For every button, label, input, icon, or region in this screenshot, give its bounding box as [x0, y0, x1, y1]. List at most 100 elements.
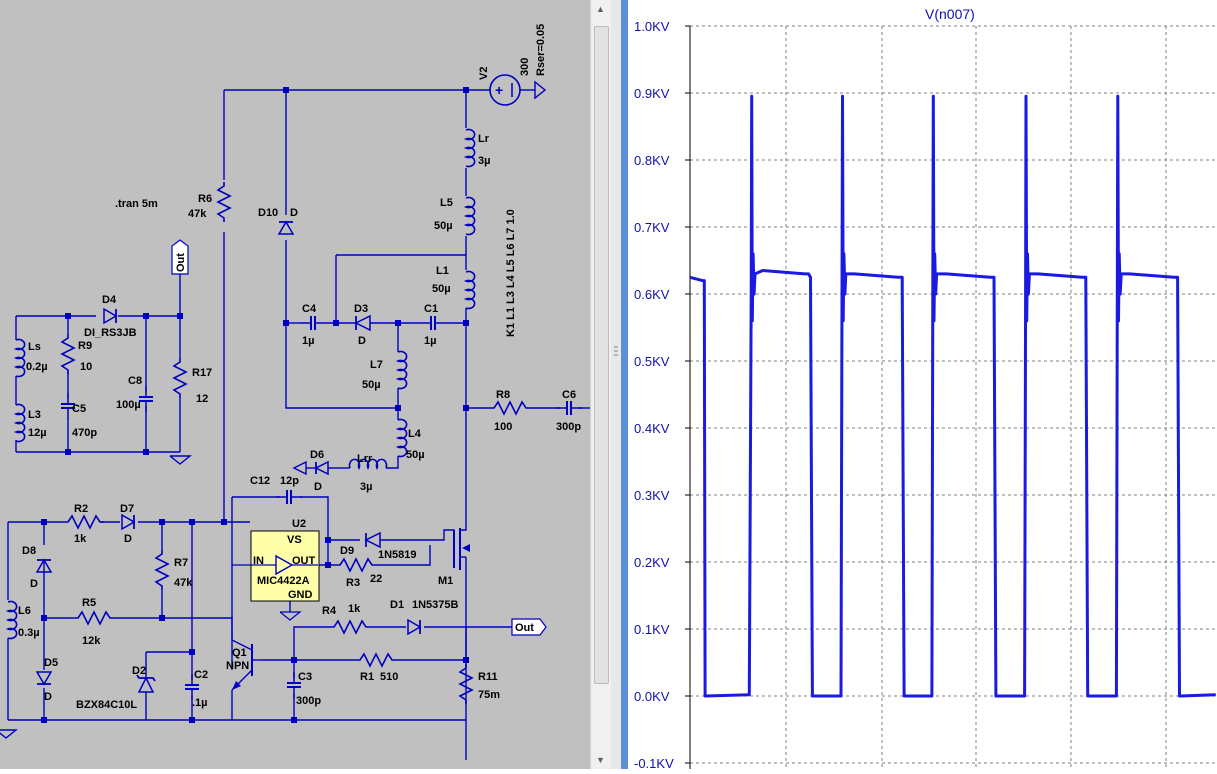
r11-value: 75m: [478, 689, 500, 701]
r2-name: R2: [74, 503, 88, 515]
transistor-q1[interactable]: Q1 NPN: [226, 644, 262, 691]
net-label-out-top[interactable]: Out: [171, 239, 189, 275]
r17-value: 12: [196, 393, 208, 405]
diode-d8[interactable]: D8 D: [22, 545, 52, 590]
resistor-r17[interactable]: R17 12: [173, 357, 212, 405]
y-tick-label: 0.6KV: [634, 287, 670, 302]
waveform-plot[interactable]: V(n007) 1.0KV 0.9KV 0.8KV 0.7KV 0.6KV 0.5KV 0.…: [628, 0, 1217, 769]
inductor-l5[interactable]: L5 50µ: [434, 196, 476, 236]
coupling-directive[interactable]: K1 L1 L3 L4 L5 L6 L7 1.0: [505, 209, 517, 337]
r4-value: 1k: [348, 603, 361, 615]
resistor-r2[interactable]: R2 1k: [63, 503, 105, 545]
trace-v-n007[interactable]: [689, 94, 1216, 698]
scroll-down-arrow-icon[interactable]: ▼: [591, 751, 610, 769]
resistor-r3[interactable]: R3 22: [335, 558, 382, 589]
diode-d5[interactable]: D5 D: [36, 657, 58, 703]
y-tick-label: 0.8KV: [634, 153, 670, 168]
capacitor-c5[interactable]: C5 470p: [60, 392, 97, 439]
inductor-l4[interactable]: L4 50µ: [397, 418, 425, 462]
c4-name: C4: [302, 303, 317, 315]
resistor-r1[interactable]: R1 510: [355, 653, 398, 683]
resistor-r6[interactable]: R6 47k: [188, 181, 231, 223]
inductor-l7[interactable]: L7 50µ: [362, 350, 408, 392]
diode-d1[interactable]: D1 1N5375B: [390, 599, 459, 636]
diode-d3[interactable]: D3 D: [354, 303, 371, 347]
capacitor-c12[interactable]: C12 12p: [250, 475, 303, 505]
l1-name: L1: [436, 265, 449, 277]
y-tick-label: 1.0KV: [634, 19, 670, 34]
d2-name: D2: [132, 665, 146, 677]
r5-name: R5: [82, 597, 96, 609]
diode-d9[interactable]: D9 1N5819: [340, 531, 417, 561]
voltage-source-v2[interactable]: + V2 300 Rser=0.05: [478, 24, 547, 106]
tran-directive[interactable]: .tran 5m: [115, 198, 158, 210]
out-label-right: Out: [515, 622, 534, 634]
diode-d6[interactable]: D6 D: [292, 449, 336, 493]
r1-name: R1: [360, 671, 374, 683]
schematic-editor[interactable]: + V2 300 Rser=0.05 Lr 3µ L5 50µ L1 50µ L…: [0, 0, 590, 769]
m1-name: M1: [438, 575, 453, 587]
inductor-l1[interactable]: L1 50µ: [432, 265, 476, 310]
d10-value: D: [290, 207, 298, 219]
r6-value: 47k: [188, 208, 207, 220]
l7-value: 50µ: [362, 379, 381, 391]
resistor-r9[interactable]: R9 10: [61, 333, 92, 375]
resistor-r8[interactable]: R8 100: [489, 389, 531, 433]
d10-name: D10: [258, 207, 278, 219]
capacitor-c1[interactable]: C1 1µ: [419, 303, 447, 347]
diode-d10[interactable]: D10 D: [258, 207, 298, 235]
zener-d2[interactable]: D2 BZX84C10L: [76, 665, 156, 711]
y-tick-label: 0.7KV: [634, 220, 670, 235]
mosfet-m1[interactable]: M1: [438, 518, 470, 587]
r3-value: 22: [370, 573, 382, 585]
trace-title[interactable]: V(n007): [925, 6, 975, 22]
pane-splitter[interactable]: [611, 0, 621, 769]
inductor-l3[interactable]: L3 12µ: [15, 403, 47, 443]
v2-rser: Rser=0.05: [535, 24, 547, 76]
d4-value: DI_RS3JB: [84, 327, 137, 339]
net-label-out-right[interactable]: Out: [511, 618, 547, 636]
diode-d4[interactable]: D4 DI_RS3JB: [84, 294, 137, 339]
ls-value: 0.2µ: [26, 361, 48, 373]
r9-name: R9: [78, 340, 92, 352]
q1-value: NPN: [226, 660, 249, 672]
inductor-lr[interactable]: Lr 3µ: [465, 128, 490, 168]
capacitor-c2[interactable]: C2 .1µ: [184, 669, 208, 709]
capacitor-c4[interactable]: C4 1µ: [299, 303, 327, 347]
d7-value: D: [124, 533, 132, 545]
resistor-r7[interactable]: R7 47k: [155, 549, 193, 591]
v2-name: V2: [478, 67, 490, 80]
u2-name: U2: [292, 518, 306, 530]
y-tick-label: 0.5KV: [634, 354, 670, 369]
y-tick-label: 0.9KV: [634, 86, 670, 101]
r7-name: R7: [174, 557, 188, 569]
r8-name: R8: [496, 389, 510, 401]
resistor-r11[interactable]: R11 75m: [459, 663, 500, 705]
c5-name: C5: [72, 403, 86, 415]
schematic-canvas[interactable]: + V2 300 Rser=0.05 Lr 3µ L5 50µ L1 50µ L…: [0, 0, 590, 769]
d3-value: D: [358, 335, 366, 347]
resistor-r5[interactable]: R5 12k: [73, 597, 115, 647]
l7-name: L7: [370, 359, 383, 371]
schematic-vertical-scrollbar[interactable]: ▲ ▼: [590, 0, 611, 769]
splitter-grip-icon: [614, 346, 618, 356]
driver-ic-u2[interactable]: U2 VS IN OUT MIC4422A GND: [232, 518, 320, 621]
inductor-ls[interactable]: Ls 0.2µ: [15, 338, 48, 378]
scroll-up-arrow-icon[interactable]: ▲: [591, 0, 610, 18]
resistor-r4[interactable]: R4 1k: [322, 603, 371, 634]
inductor-lrr[interactable]: Lrr 3µ: [336, 453, 388, 493]
l6-name: L6: [18, 605, 31, 617]
inductor-l6[interactable]: L6 0.3µ: [7, 600, 40, 640]
diode-d7[interactable]: D7 D: [120, 503, 135, 545]
waveform-viewer[interactable]: V(n007) 1.0KV 0.9KV 0.8KV 0.7KV 0.6KV 0.5KV 0.…: [628, 0, 1217, 769]
c2-value: .1µ: [192, 697, 208, 709]
r2-value: 1k: [74, 533, 87, 545]
capacitor-c8[interactable]: C8 100µ: [116, 375, 154, 413]
scroll-thumb[interactable]: [594, 26, 609, 684]
c1-name: C1: [424, 303, 438, 315]
y-tick-label: 0.0KV: [634, 689, 670, 704]
capacitor-c3[interactable]: C3 300p: [286, 671, 321, 707]
c3-name: C3: [298, 671, 312, 683]
capacitor-c6[interactable]: C6 300p: [555, 389, 583, 433]
c8-value: 100µ: [116, 399, 141, 411]
